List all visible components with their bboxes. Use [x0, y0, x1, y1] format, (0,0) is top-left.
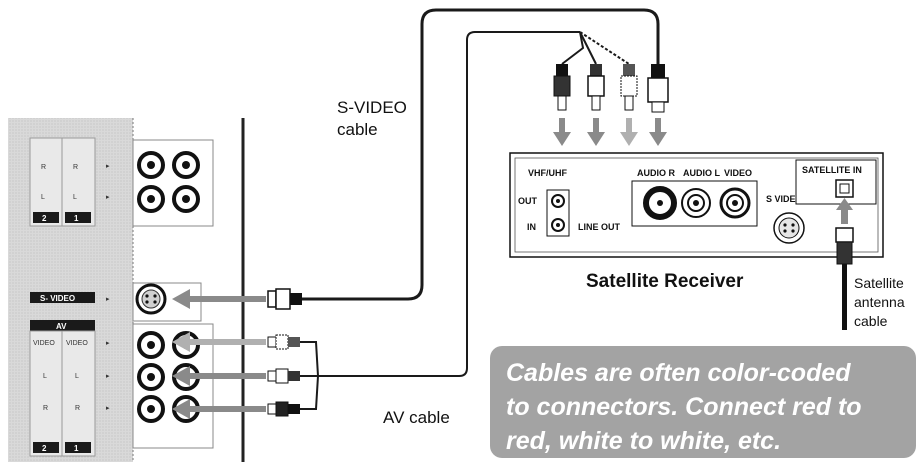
tv-av-row-label: L — [75, 373, 79, 380]
tv-av-number: 1 — [74, 444, 79, 453]
svg-text:▸: ▸ — [106, 373, 110, 380]
tv-channel-label: R — [73, 164, 78, 171]
tv-av-row-label: R — [43, 405, 48, 412]
av-plug-tv — [267, 334, 300, 350]
tv-svideo-tag-label: S- VIDEO — [40, 294, 75, 303]
av-plug-receiver — [553, 64, 571, 111]
arrow-to-tv — [172, 399, 266, 419]
tv-av-jack — [137, 395, 165, 423]
arrow-to-tv — [172, 332, 266, 352]
satellite-in-label: SATELLITE IN — [802, 165, 862, 175]
av-plug-receiver — [587, 64, 605, 111]
svg-text:▸: ▸ — [106, 194, 110, 201]
svideo-cable-label: S-VIDEO cable — [337, 98, 407, 139]
tv-channel-label: L — [41, 194, 45, 201]
tv-channel-label: L — [73, 194, 77, 201]
arrow-to-receiver — [587, 118, 605, 146]
tv-rca-jack — [172, 185, 200, 213]
s-video-label: S VIDEO — [766, 194, 803, 204]
color-coding-note: Cables are often color-coded to connecto… — [490, 346, 916, 458]
audio-l-jack — [681, 188, 711, 218]
tv-input-number: 1 — [74, 214, 79, 223]
audio-l-label: AUDIO L — [683, 168, 721, 178]
video-jack — [719, 187, 751, 219]
receiver-svideo-jack — [773, 212, 805, 244]
svg-text:▸: ▸ — [106, 405, 110, 412]
av-plug-tv — [267, 368, 300, 384]
satellite-in-jack — [835, 179, 854, 198]
audio-r-jack — [643, 186, 677, 220]
note-line: red, white to white, etc. — [506, 427, 782, 455]
arrow-to-receiver — [553, 118, 571, 146]
tv-av-jack — [137, 363, 165, 391]
tv-svideo-jack — [135, 283, 167, 315]
av-plug-tv — [267, 401, 300, 417]
tv-av-col-label: VIDEO — [66, 340, 88, 347]
svg-text:▸: ▸ — [106, 340, 110, 347]
tv-input-number: 2 — [42, 214, 47, 223]
note-line: to connectors. Connect red to — [506, 393, 862, 421]
tv-rca-jack — [137, 151, 165, 179]
satellite-receiver-label: Satellite Receiver — [586, 271, 744, 292]
av-cable — [300, 31, 630, 410]
arrow-to-receiver — [649, 118, 667, 146]
note-line: Cables are often color-coded — [506, 359, 851, 387]
tv-av-jack — [137, 331, 165, 359]
svideo-cable — [300, 8, 660, 301]
arrow-to-receiver — [620, 118, 638, 146]
tv-av-number: 2 — [42, 444, 47, 453]
in-label: IN — [527, 222, 536, 232]
video-label: VIDEO — [724, 168, 752, 178]
tv-av-tag — [30, 320, 95, 331]
arrow-to-tv — [172, 366, 266, 386]
tv-rca-jack — [172, 151, 200, 179]
satellite-receiver-panel: VHF/UHF OUT IN LINE OUT AUDIO R AUDIO L … — [509, 152, 884, 258]
tv-av-row-label: L — [43, 373, 47, 380]
tv-av-tag-label: AV — [56, 322, 67, 331]
tv-svideo-tag — [30, 292, 95, 303]
out-label: OUT — [518, 196, 538, 206]
svg-text:▸: ▸ — [106, 296, 110, 303]
tv-channel-label: R — [41, 164, 46, 171]
audio-r-label: AUDIO R — [637, 168, 676, 178]
tv-av-col-label: VIDEO — [33, 340, 55, 347]
svideo-plug-tv — [267, 288, 302, 310]
tv-rca-jack — [137, 185, 165, 213]
svg-text:▸: ▸ — [106, 163, 110, 170]
tv-av-row-label: R — [75, 405, 80, 412]
arrow-to-tv — [172, 289, 266, 309]
antenna-cable — [835, 198, 854, 330]
vhf-in-jack — [551, 218, 565, 232]
av-cable-label: AV cable — [383, 408, 450, 427]
antenna-cable-label: Satellite antenna cable — [854, 275, 905, 329]
vhf-uhf-label: VHF/UHF — [528, 168, 567, 178]
line-out-label: LINE OUT — [578, 222, 621, 232]
vhf-out-jack — [551, 194, 565, 208]
svideo-plug-receiver — [647, 64, 669, 113]
av-plug-receiver — [620, 64, 638, 111]
